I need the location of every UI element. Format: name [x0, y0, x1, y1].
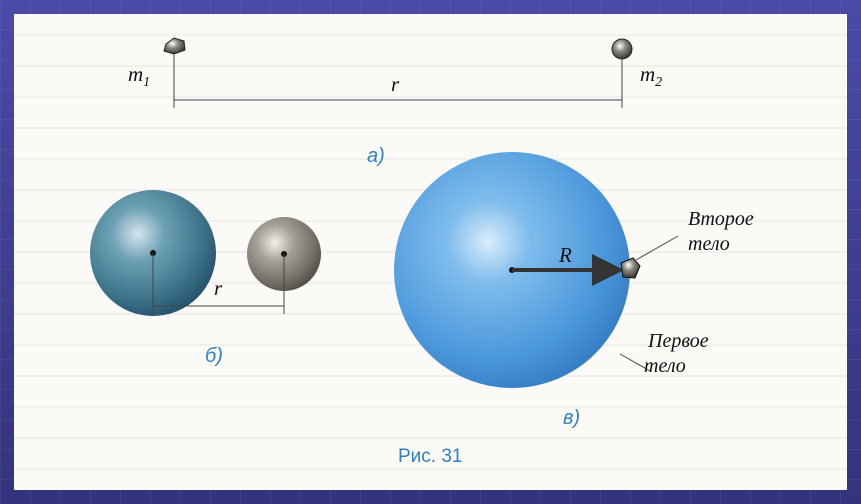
- part-b-label: б): [205, 345, 223, 367]
- part-c-label: в): [563, 407, 580, 429]
- mass-2-label: m2: [640, 62, 662, 90]
- mass-1-label: m1: [128, 62, 150, 90]
- part-a-label: а): [367, 145, 385, 167]
- radius-label: R: [558, 243, 572, 267]
- second-body-pointer: [635, 235, 679, 261]
- first-body-label-line2: тело: [644, 355, 686, 377]
- first-body-pointer: [619, 353, 651, 372]
- part-a: m1 m2 r а): [128, 37, 662, 167]
- second-body-label-line1: Второе: [688, 208, 754, 230]
- distance-label-a: r: [391, 72, 400, 96]
- second-body-label-line2: тело: [688, 233, 730, 255]
- first-body-label-line1: Первое: [647, 330, 709, 352]
- figure-caption: Рис. 31: [398, 446, 462, 467]
- part-c: R Второе тело Первое тело в): [394, 152, 754, 429]
- gravitation-figure: m1 m2 r а) r б) R Второе: [90, 37, 754, 467]
- distance-label-b: r: [214, 276, 223, 300]
- textbook-page: m1 m2 r а) r б) R Второе: [14, 14, 847, 490]
- second-body-icon: [620, 257, 641, 279]
- part-b: r б): [90, 190, 321, 367]
- small-body-1-icon: [163, 37, 186, 55]
- small-body-2-icon: [611, 38, 633, 60]
